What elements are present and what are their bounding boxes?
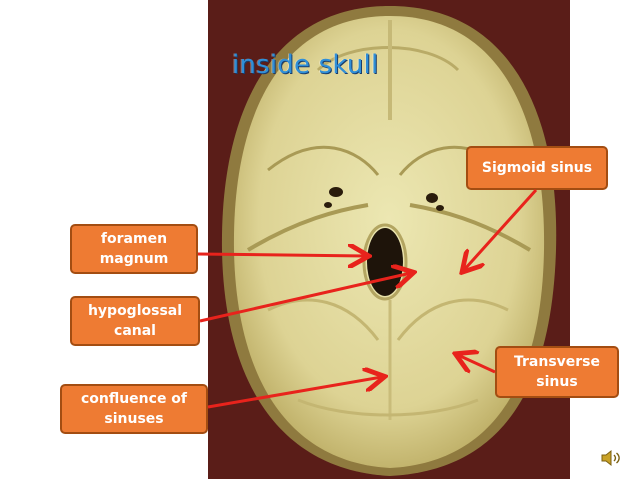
label-confluence-of-sinuses: confluence of sinuses <box>60 384 208 434</box>
label-hypoglossal-canal: hypoglossal canal <box>70 296 200 346</box>
label-foramen-magnum: foramen magnum <box>70 224 198 274</box>
slide-title: inside skull <box>232 50 379 80</box>
label-transverse-sinus: Transverse sinus <box>495 346 619 398</box>
speaker-icon[interactable] <box>600 448 622 468</box>
label-sigmoid-sinus: Sigmoid sinus <box>466 146 608 190</box>
